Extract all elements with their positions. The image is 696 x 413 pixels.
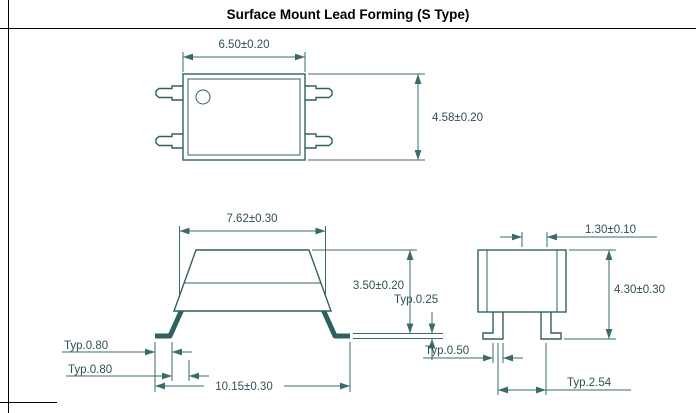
pin1-marker-circle	[195, 89, 211, 105]
top-view: 6.50±0.20 4.58±0.20	[155, 39, 483, 161]
dim-label-body-height-front: 3.50±0.20	[353, 280, 404, 292]
dim-lead-top-width	[500, 232, 657, 247]
dim-foot-length	[62, 342, 192, 381]
dim-lead-span-top	[179, 226, 326, 296]
lead-bottom-left	[155, 133, 183, 149]
front-view: 7.62±0.30 3.50±0.20 Typ.0.25 Typ.0.80 Ty…	[62, 213, 443, 393]
dim-label-body-height: 4.58±0.20	[432, 112, 483, 124]
dim-bend-length	[66, 360, 209, 381]
dim-label-lead-width: Typ.0.50	[425, 345, 469, 357]
lead-top-left	[155, 85, 183, 101]
dim-label-bend-length: Typ.0.80	[68, 364, 112, 376]
dim-overall-span	[154, 342, 351, 392]
package-body-top-inner	[187, 78, 301, 156]
package-body-top-outline	[182, 73, 306, 161]
dim-lead-thickness-front	[353, 312, 443, 360]
dim-body-width	[182, 52, 306, 72]
dim-label-overall-height: 4.30±0.30	[614, 284, 665, 296]
package-body-front	[173, 249, 332, 312]
lead-bottom-right	[305, 133, 333, 149]
dim-label-lead-span-top: 7.62±0.30	[226, 213, 277, 225]
side-lead-left	[482, 312, 504, 340]
dim-label-lead-thickness-front: Typ.0.25	[394, 294, 438, 306]
dim-label-lead-pitch: Typ.2.54	[567, 377, 612, 389]
dim-body-height-front	[312, 249, 417, 334]
dim-label-lead-top-width: 1.30±0.10	[585, 224, 636, 236]
dim-label-body-width: 6.50±0.20	[218, 39, 269, 51]
side-view: 1.30±0.10 4.30±0.30 Typ.0.50 Typ.2.54	[423, 224, 665, 395]
dim-lead-width	[423, 343, 523, 363]
dim-label-foot-length: Typ.0.80	[64, 340, 108, 352]
dim-label-overall-span: 10.15±0.30	[215, 381, 272, 393]
dim-overall-height	[564, 249, 616, 340]
dim-lead-pitch	[497, 343, 631, 395]
package-body-side	[477, 249, 567, 313]
side-lead-right	[540, 312, 562, 340]
lead-top-right	[305, 85, 333, 101]
dim-body-height	[308, 73, 425, 161]
drawing-title: Surface Mount Lead Forming (S Type)	[227, 7, 470, 22]
